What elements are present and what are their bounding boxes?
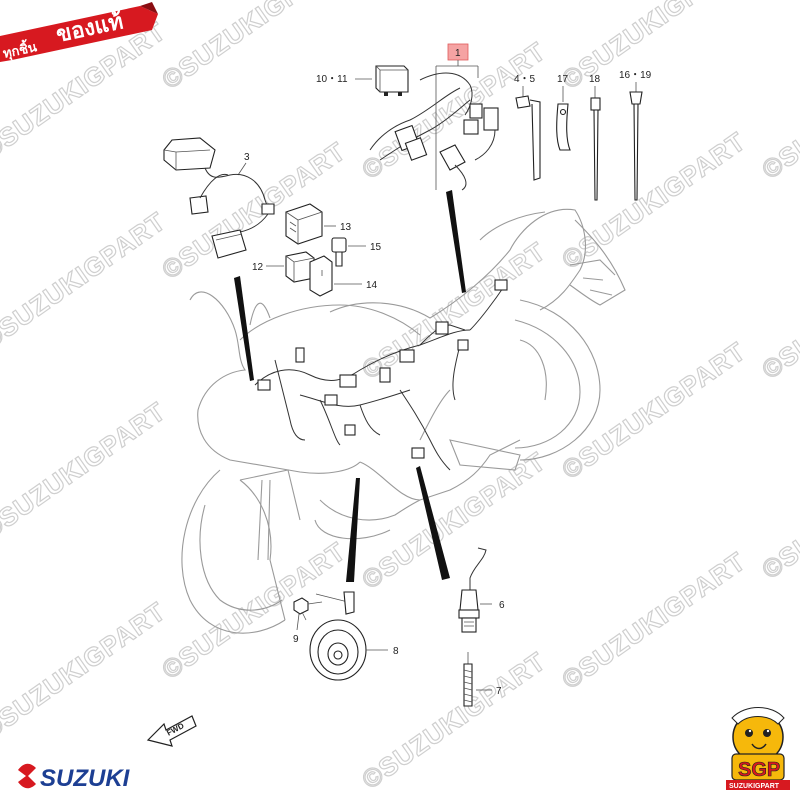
watermark: ©SUZUKIGPART <box>556 0 751 95</box>
watermark: ©SUZUKIGPART <box>356 236 551 385</box>
part-13: 13 <box>285 203 352 245</box>
pointer-wedge <box>446 190 466 293</box>
callout-7: 7 <box>496 686 502 697</box>
part-9: 9 <box>293 597 323 645</box>
suzuki-logo: SUZUKI <box>18 763 131 792</box>
part-15: 15 <box>331 237 382 267</box>
callout-6: 6 <box>499 600 505 611</box>
callout-1: 1 <box>455 48 461 59</box>
callout-3: 3 <box>244 152 250 163</box>
mascot-sub: SUZUKIGPART <box>729 783 780 790</box>
callout-14: 14 <box>366 280 378 291</box>
part-6: 6 <box>458 547 505 633</box>
watermark: ©SUZUKIGPART <box>356 646 551 795</box>
watermark: ©SUZUKIGPART <box>356 446 551 595</box>
clip-4-5: 4・5 <box>514 74 541 181</box>
pointer-wedge <box>346 478 360 582</box>
pointer-wedge <box>416 466 450 580</box>
callout-12: 12 <box>252 262 264 273</box>
pointer-wedge <box>234 276 254 381</box>
watermark: ©SUZUKIGPART <box>756 436 800 585</box>
mascot-label: SGP <box>738 759 780 781</box>
watermark: ©SUZUKIGPART <box>756 36 800 185</box>
callout-13: 13 <box>340 222 352 233</box>
fwd-arrow: FWD <box>146 715 197 747</box>
callout-4-5: 4・5 <box>514 74 536 85</box>
callout-10-11: 10・11 <box>316 74 348 85</box>
callout-9: 9 <box>293 634 299 645</box>
pointer-wedges <box>234 190 466 582</box>
clamp-17: 17 <box>556 74 571 151</box>
part-8: 8 <box>309 591 399 681</box>
relay-10-11: 10・11 <box>316 65 409 96</box>
motorcycle-outline <box>181 208 626 634</box>
suzuki-wordmark: SUZUKI <box>40 765 131 792</box>
watermark: ©SUZUKIGPART <box>756 236 800 385</box>
tie-18: 18 <box>589 74 601 201</box>
watermark: ©SUZUKIGPART <box>556 546 751 695</box>
callout-8: 8 <box>393 646 399 657</box>
watermark: ©SUZUKIGPART <box>0 396 171 545</box>
harness-detail <box>369 72 499 191</box>
watermark: ©SUZUKIGPART <box>0 596 171 745</box>
part-3: 3 <box>163 137 275 259</box>
callout-15: 15 <box>370 242 382 253</box>
part-12-14: 12 14 <box>252 251 378 297</box>
wire-harness <box>254 279 508 471</box>
watermark: ©SUZUKIGPART <box>556 336 751 485</box>
part-1-callout: 1 <box>435 43 479 190</box>
part-7: 7 <box>463 652 502 707</box>
sgp-mascot: SGP SUZUKIGPART <box>726 707 790 790</box>
callout-18: 18 <box>589 74 601 85</box>
tie-16-19: 16・19 <box>619 70 652 201</box>
callout-17: 17 <box>557 74 569 85</box>
watermark: ©SUZUKIGPART <box>0 206 171 355</box>
callout-16-19: 16・19 <box>619 70 652 81</box>
